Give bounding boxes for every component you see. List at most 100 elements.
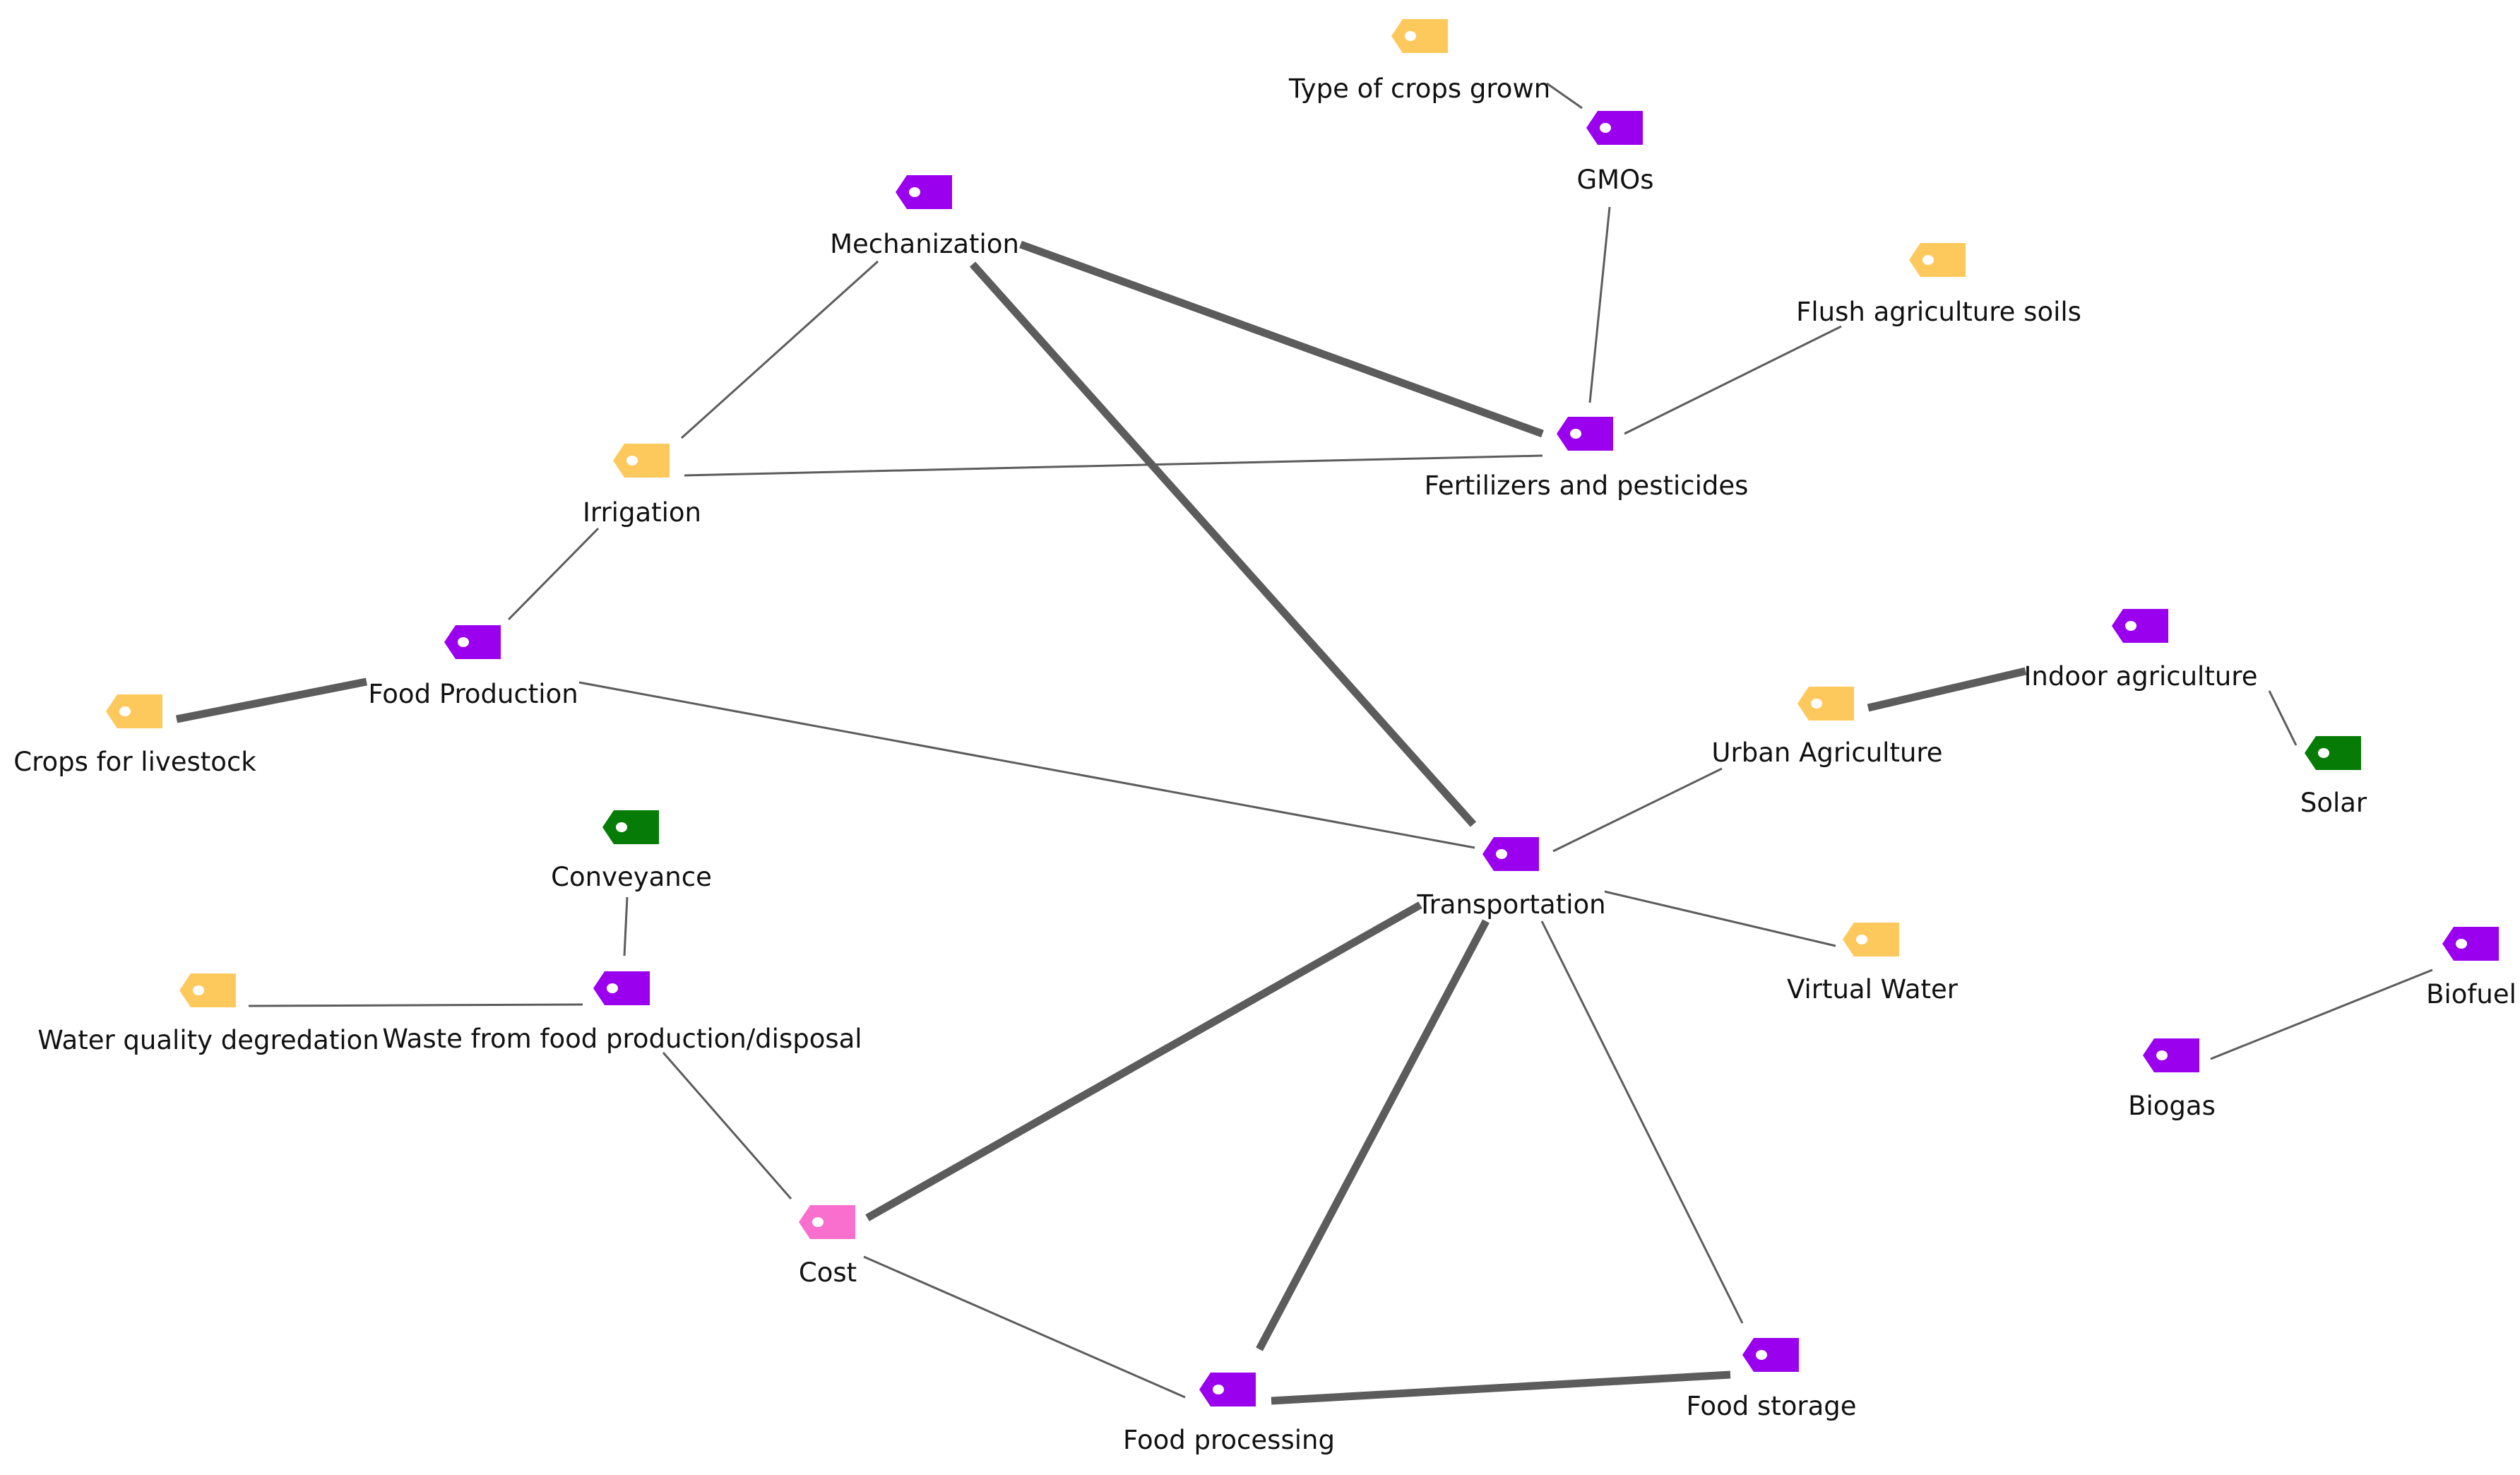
node-mechanization[interactable]: Mechanization	[830, 175, 1019, 259]
node-label: Indoor agriculture	[2024, 661, 2258, 692]
node-cost[interactable]: Cost	[799, 1205, 857, 1288]
node-label: Mechanization	[830, 229, 1019, 259]
node-water-quality[interactable]: Water quality degredation	[37, 973, 379, 1055]
tag-hole-icon	[616, 822, 627, 832]
node-urban-ag[interactable]: Urban Agriculture	[1711, 687, 1943, 768]
tag-icon[interactable]	[106, 694, 162, 728]
tag-icon[interactable]	[1586, 111, 1643, 145]
tag-icon[interactable]	[1482, 837, 1539, 871]
tag-hole-icon	[2456, 939, 2467, 949]
tag-icon[interactable]	[1909, 243, 1966, 277]
node-type-crops[interactable]: Type of crops grown	[1288, 19, 1550, 104]
node-biogas[interactable]: Biogas	[2128, 1038, 2216, 1121]
edge-biogas-to-biofuel	[2210, 968, 2433, 1060]
tag-icon[interactable]	[2143, 1038, 2199, 1072]
node-label: Crops for livestock	[13, 747, 256, 777]
tag-icon[interactable]	[2305, 736, 2361, 770]
node-label: Conveyance	[551, 862, 712, 892]
node-gmos[interactable]: GMOs	[1577, 111, 1654, 195]
node-conveyance[interactable]: Conveyance	[551, 810, 712, 892]
nodes-layer: Type of crops grownGMOsMechanizationFlus…	[13, 19, 2516, 1455]
node-indoor-ag[interactable]: Indoor agriculture	[2024, 609, 2258, 692]
node-crops-livestock[interactable]: Crops for livestock	[13, 694, 256, 777]
tag-hole-icon	[812, 1217, 824, 1227]
tag-hole-icon	[1811, 699, 1822, 709]
node-virtual-water[interactable]: Virtual Water	[1787, 923, 1959, 1005]
edge-type-crops-to-gmos	[1546, 82, 1583, 109]
tag-icon[interactable]	[179, 973, 236, 1007]
tag-hole-icon	[1922, 255, 1934, 265]
edge-irrigation-to-fertilizers	[684, 454, 1543, 477]
tag-icon[interactable]	[1797, 687, 1854, 721]
node-label: Flush agriculture soils	[1796, 297, 2081, 327]
edge-mechanization-to-irrigation	[680, 260, 879, 439]
node-transportation[interactable]: Transportation	[1416, 837, 1606, 920]
tag-icon[interactable]	[1391, 19, 1448, 53]
edge-food-production-to-transportation	[578, 681, 1475, 849]
node-food-processing[interactable]: Food processing	[1123, 1373, 1335, 1455]
tag-hole-icon	[2125, 621, 2136, 631]
edge-conveyance-to-waste	[623, 896, 629, 956]
edge-urban-ag-to-indoor-ag	[1867, 667, 2027, 712]
node-label: Irrigation	[583, 497, 701, 528]
node-waste[interactable]: Waste from food production/disposal	[382, 971, 862, 1054]
edge-food-production-to-crops-livestock	[175, 677, 368, 723]
tag-icon[interactable]	[896, 175, 952, 209]
tag-icon[interactable]	[1557, 417, 1613, 451]
tag-hole-icon	[1600, 123, 1611, 133]
tag-hole-icon	[2156, 1050, 2168, 1060]
tag-icon[interactable]	[444, 625, 501, 659]
edge-transportation-to-virtual-water	[1604, 890, 1836, 947]
tag-hole-icon	[607, 983, 618, 993]
tag-icon[interactable]	[1843, 923, 1899, 956]
node-biofuel[interactable]: Biofuel	[2426, 927, 2516, 1009]
node-label: Type of crops grown	[1288, 73, 1550, 104]
node-irrigation[interactable]: Irrigation	[583, 444, 701, 528]
edges-layer	[175, 82, 2433, 1405]
node-fertilizers[interactable]: Fertilizers and pesticides	[1425, 417, 1749, 501]
tag-icon[interactable]	[2442, 927, 2499, 961]
node-label: Solar	[2300, 788, 2367, 818]
edge-cost-to-transportation	[865, 901, 1422, 1221]
tag-icon[interactable]	[593, 971, 650, 1005]
node-label: GMOs	[1577, 165, 1654, 195]
node-solar[interactable]: Solar	[2300, 736, 2367, 818]
edge-mechanization-to-transportation	[969, 261, 1477, 827]
node-label: Waste from food production/disposal	[382, 1024, 862, 1054]
node-label: Transportation	[1416, 889, 1605, 920]
tag-hole-icon	[626, 456, 638, 466]
node-label: Biofuel	[2426, 979, 2516, 1009]
tag-hole-icon	[909, 187, 920, 197]
tag-icon[interactable]	[1199, 1373, 1256, 1406]
edge-urban-ag-to-transportation	[1552, 767, 1723, 853]
edge-flush-soils-to-fertilizers	[1624, 325, 1842, 435]
node-flush-soils[interactable]: Flush agriculture soils	[1796, 243, 2081, 327]
edge-irrigation-to-food-production	[507, 527, 600, 621]
tag-hole-icon	[1213, 1385, 1224, 1394]
node-label: Virtual Water	[1787, 974, 1959, 1005]
node-label: Urban Agriculture	[1711, 738, 1942, 768]
tag-hole-icon	[458, 637, 469, 647]
node-food-storage[interactable]: Food storage	[1686, 1338, 1857, 1421]
tag-icon[interactable]	[2112, 609, 2168, 643]
edge-cost-to-food-processing	[863, 1255, 1186, 1399]
node-label: Food Production	[368, 679, 578, 709]
node-label: Biogas	[2128, 1091, 2216, 1121]
edge-water-quality-to-waste	[248, 1003, 583, 1007]
edge-food-processing-to-food-storage	[1271, 1370, 1731, 1405]
edge-gmos-to-fertilizers	[1588, 206, 1611, 403]
node-food-production[interactable]: Food Production	[368, 625, 578, 709]
edge-transportation-to-food-processing	[1256, 919, 1490, 1351]
tag-icon[interactable]	[1742, 1338, 1799, 1372]
node-label: Cost	[799, 1257, 857, 1288]
tag-hole-icon	[1856, 935, 1867, 944]
node-label: Food processing	[1123, 1425, 1335, 1455]
tag-icon[interactable]	[799, 1205, 855, 1239]
edge-indoor-ag-to-solar	[2268, 690, 2298, 746]
node-label: Fertilizers and pesticides	[1425, 470, 1749, 501]
tag-hole-icon	[193, 985, 204, 995]
tag-icon[interactable]	[602, 810, 659, 844]
edge-transportation-to-food-storage	[1540, 920, 1744, 1324]
tag-icon[interactable]	[613, 444, 670, 478]
